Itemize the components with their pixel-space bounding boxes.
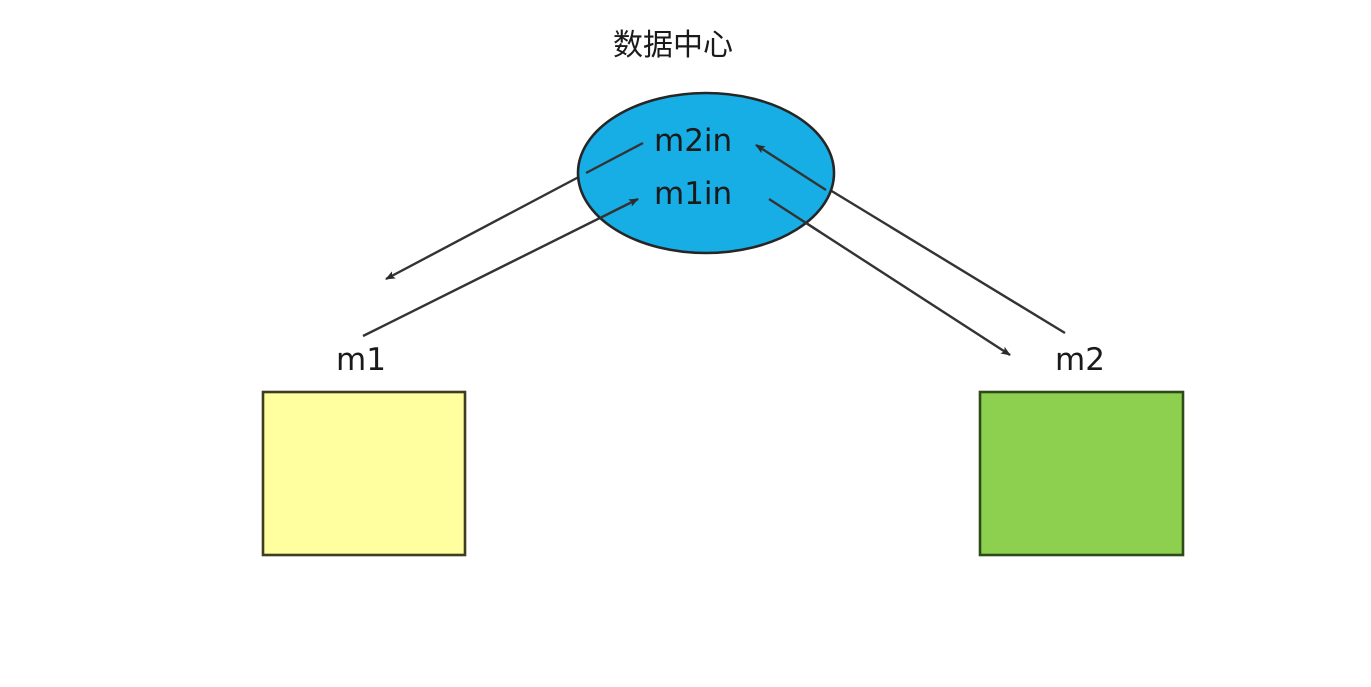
edge-m1-to-m1in-overlay: [599, 197, 639, 220]
edge-m1-to-m1in: [362, 197, 639, 338]
node-label-m1: m1: [336, 342, 386, 378]
edge-m2-to-m2in-overlay: [755, 143, 827, 192]
edge-datacenter-to-m2-overlay: [768, 197, 821, 234]
edge-overlay-group: [585, 141, 827, 234]
node-m2[interactable]: [978, 390, 1185, 557]
node-datacenter[interactable]: [576, 91, 836, 255]
port-label-m1in: m1in: [654, 176, 733, 212]
edge-datacenter-to-m1-overlay: [585, 141, 644, 175]
node-m1[interactable]: [261, 390, 467, 557]
node-label-m2: m2: [1055, 342, 1105, 378]
diagram-title: 数据中心: [613, 28, 733, 63]
port-label-m2in: m2in: [654, 123, 733, 159]
